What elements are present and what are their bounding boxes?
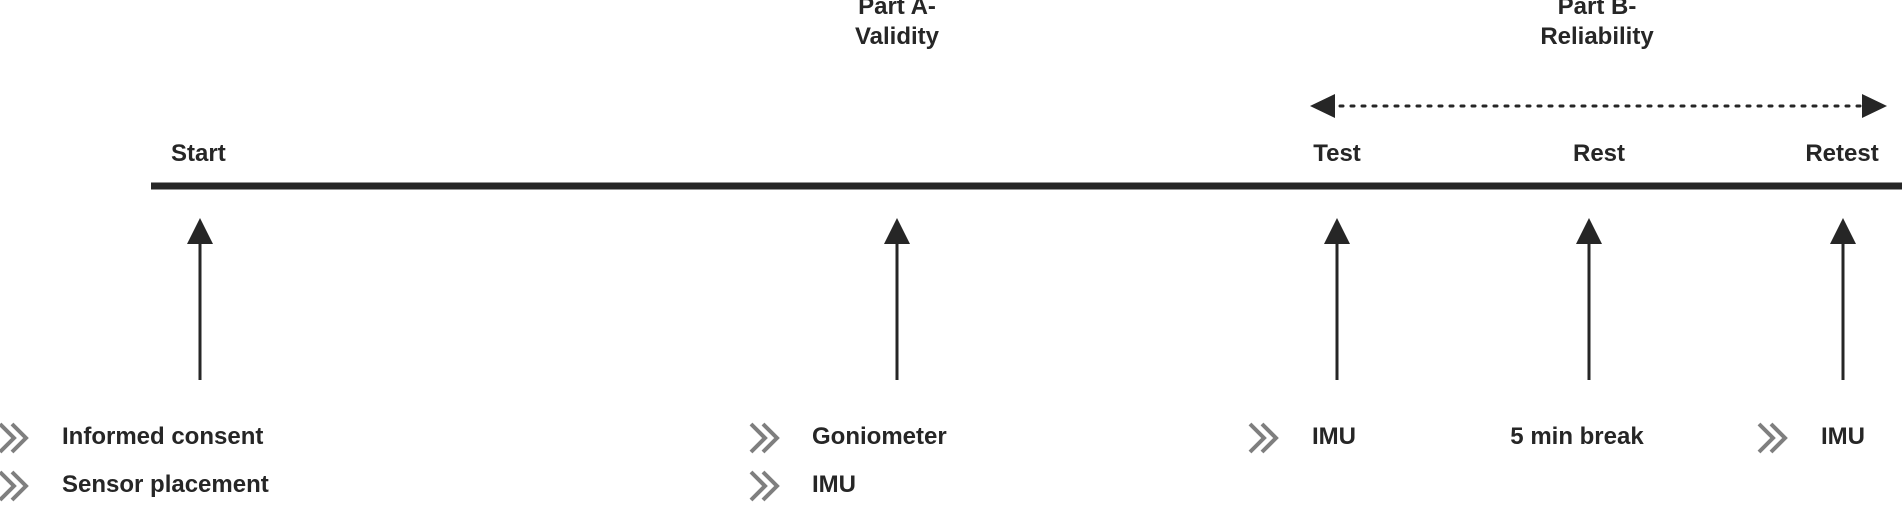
part-a-line1: Part A- (858, 0, 936, 20)
double-chevron-icon (0, 470, 29, 502)
up-arrow-icon (187, 218, 213, 380)
list-item-label: IMU (812, 471, 856, 498)
right-arrowhead-icon (1862, 94, 1887, 118)
list-item-label: Sensor placement (62, 471, 269, 498)
timeline-label-test: Test (1313, 140, 1361, 167)
list-item-label: Goniometer (812, 423, 947, 450)
timeline-label-retest: Retest (1805, 140, 1879, 167)
part-b-line2: Reliability (1540, 23, 1654, 50)
part-a-heading: Part A- Validity (855, 0, 939, 52)
up-arrow-icon (884, 218, 910, 380)
double-chevron-icon (0, 422, 29, 454)
up-arrow-icon (1576, 218, 1602, 380)
list-item-label: Informed consent (62, 423, 264, 450)
up-arrow-icon (1324, 218, 1350, 380)
reliability-span-arrow (1310, 94, 1887, 118)
part-b-line1: Part B- (1557, 0, 1637, 20)
double-chevron-icon (1248, 422, 1279, 454)
timeline-label-start: Start (171, 140, 226, 167)
part-b-heading: Part B- Reliability (1540, 0, 1653, 52)
double-chevron-icon (749, 470, 780, 502)
double-chevron-icon (1757, 422, 1788, 454)
up-arrow-icon (1830, 218, 1856, 380)
left-arrowhead-icon (1310, 94, 1335, 118)
rest-break-label: 5 min break (1510, 423, 1644, 450)
part-a-line2: Validity (854, 23, 940, 50)
timeline-label-rest: Rest (1572, 140, 1626, 167)
list-item-label: IMU (1821, 423, 1865, 450)
list-item-label: IMU (1312, 423, 1356, 450)
double-chevron-icon (749, 422, 780, 454)
